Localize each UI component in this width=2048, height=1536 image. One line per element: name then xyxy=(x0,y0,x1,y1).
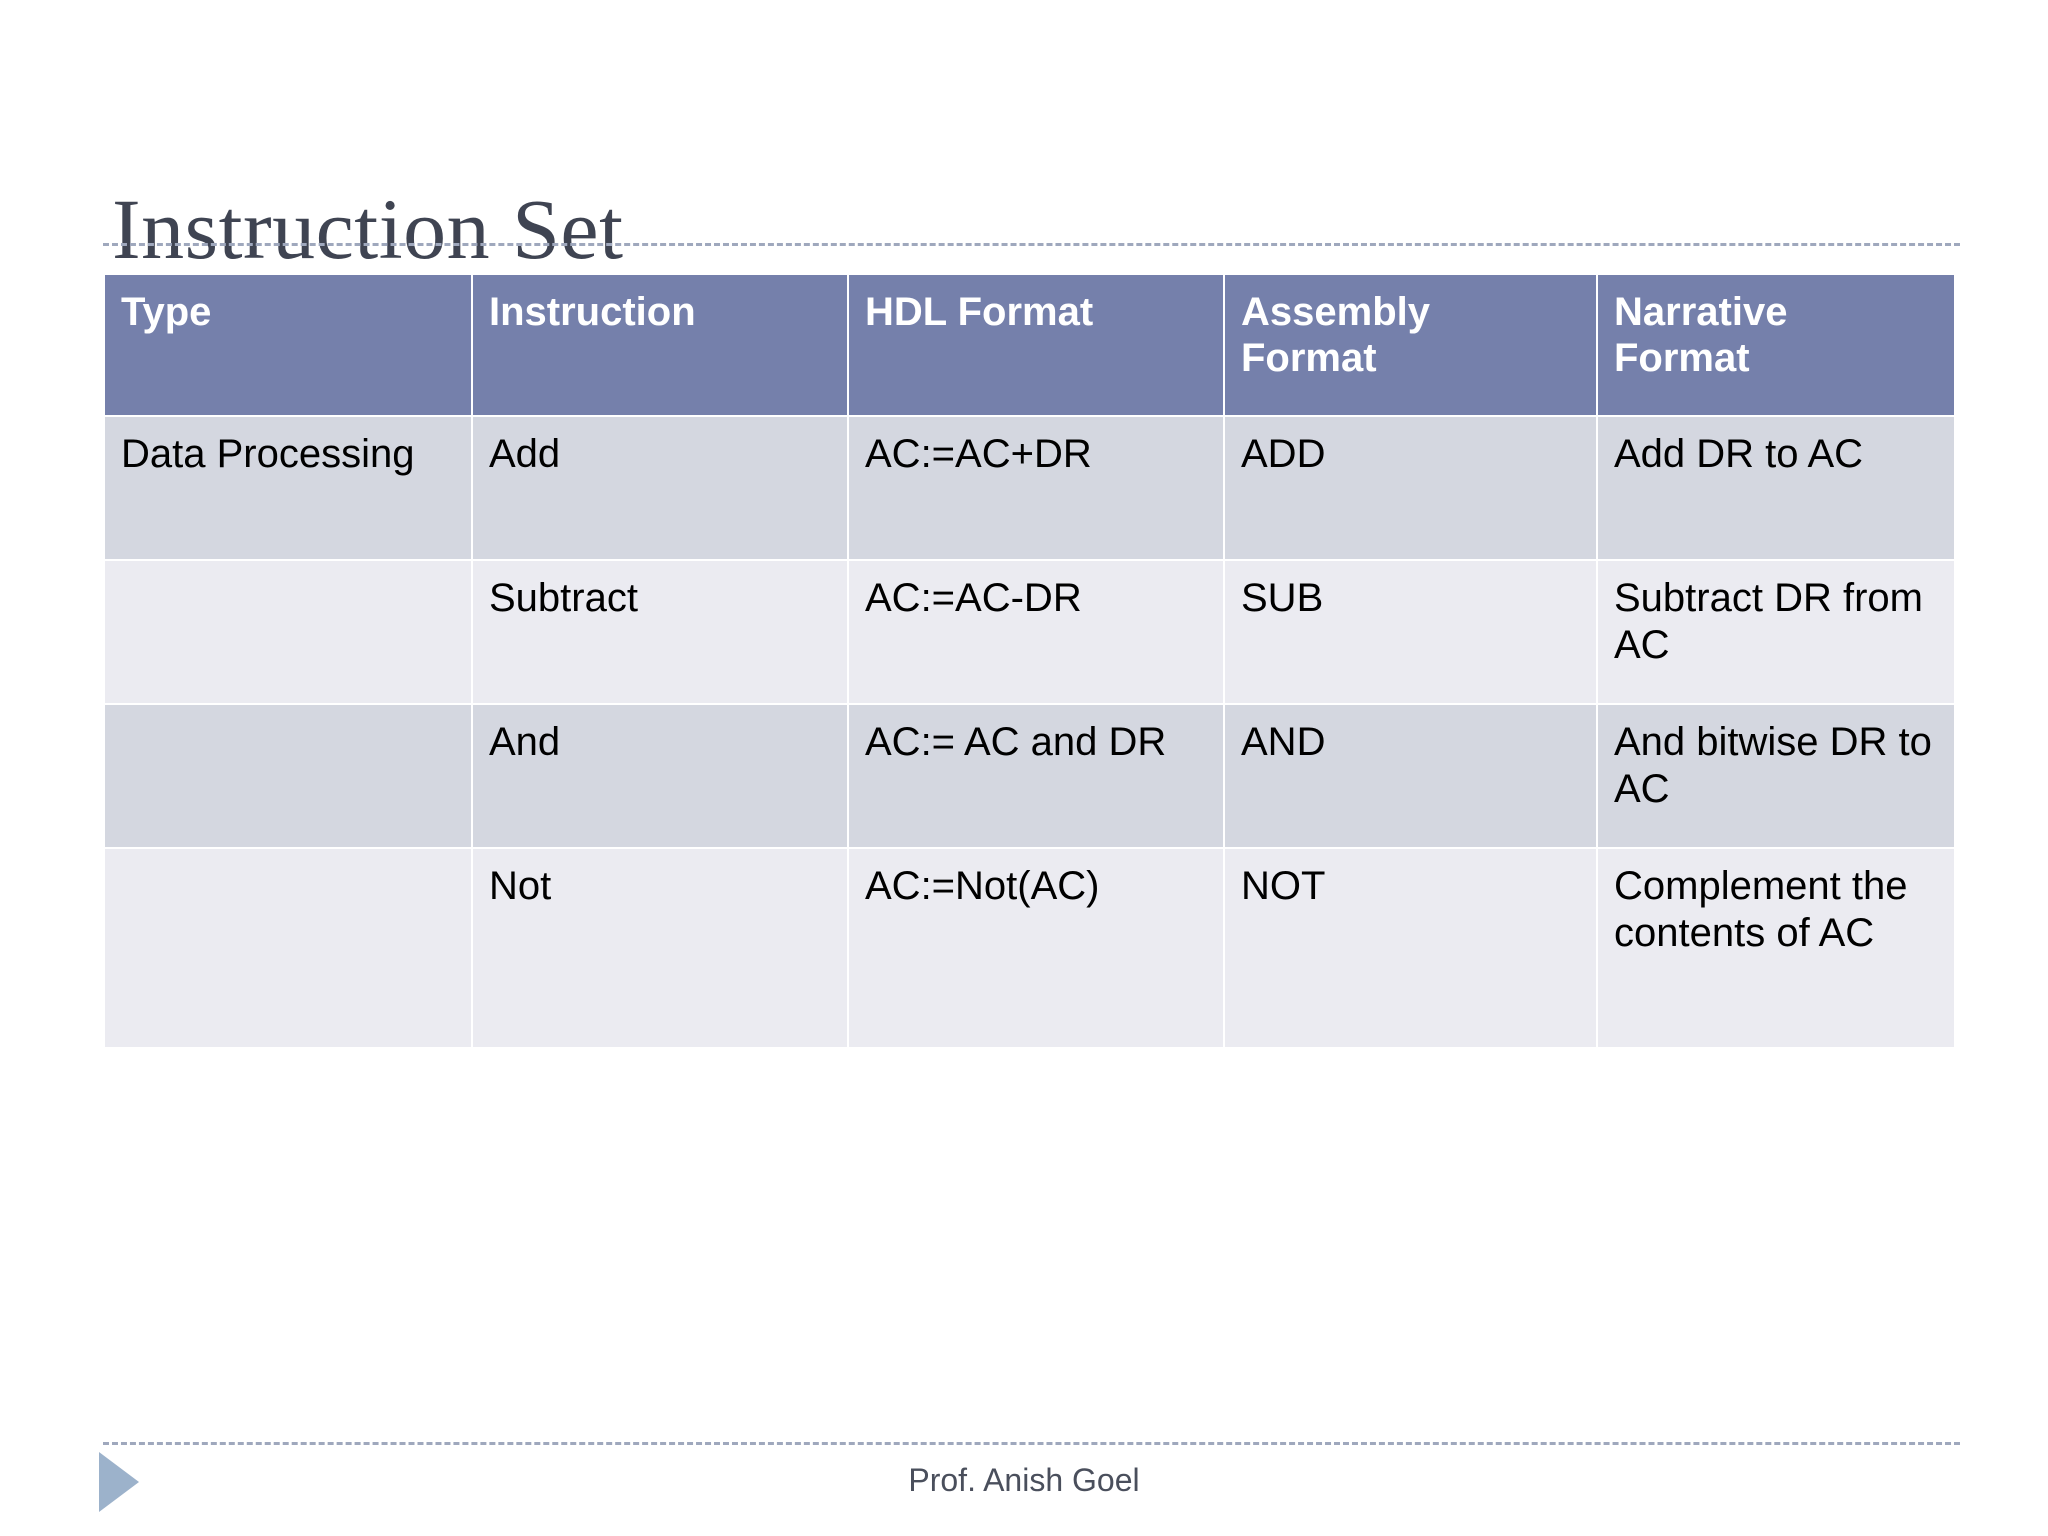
cell-hdl-format: AC:= AC and DR xyxy=(849,705,1223,847)
cell-assembly-format: AND xyxy=(1225,705,1596,847)
cell-type xyxy=(105,561,471,703)
footer-author: Prof. Anish Goel xyxy=(908,1462,1140,1498)
column-header-narrative-format-line1: Narrative xyxy=(1614,290,1788,334)
cell-instruction: Not xyxy=(473,849,847,1047)
column-header-instruction: Instruction xyxy=(473,275,847,415)
cell-assembly-format: ADD xyxy=(1225,417,1596,559)
cell-instruction: Subtract xyxy=(473,561,847,703)
play-triangle-icon xyxy=(99,1452,139,1512)
table-body: Data Processing Add AC:=AC+DR ADD Add DR… xyxy=(105,417,1954,1047)
title-divider xyxy=(103,243,1960,246)
page-title: Instruction Set xyxy=(112,180,624,277)
cell-hdl-format: AC:=AC+DR xyxy=(849,417,1223,559)
column-header-assembly-format-line2: Format xyxy=(1241,336,1377,381)
instruction-set-table: Type Instruction HDL Format Assembly For… xyxy=(103,273,1956,1049)
column-header-assembly-format: Assembly Format xyxy=(1225,275,1596,415)
cell-narrative-format: Add DR to AC xyxy=(1598,417,1954,559)
column-header-assembly-format-line1: Assembly xyxy=(1241,290,1430,334)
cell-hdl-format: AC:=AC-DR xyxy=(849,561,1223,703)
column-header-narrative-format-line2: Format xyxy=(1614,336,1750,381)
cell-narrative-format: Subtract DR from AC xyxy=(1598,561,1954,703)
column-header-type: Type xyxy=(105,275,471,415)
cell-type xyxy=(105,705,471,847)
table-row: And AC:= AC and DR AND And bitwise DR to… xyxy=(105,705,1954,847)
table-header: Type Instruction HDL Format Assembly For… xyxy=(105,275,1954,415)
cell-type: Data Processing xyxy=(105,417,471,559)
column-header-hdl-format: HDL Format xyxy=(849,275,1223,415)
column-header-narrative-format: Narrative Format xyxy=(1598,275,1954,415)
cell-instruction: Add xyxy=(473,417,847,559)
cell-assembly-format: NOT xyxy=(1225,849,1596,1047)
table-row: Data Processing Add AC:=AC+DR ADD Add DR… xyxy=(105,417,1954,559)
cell-narrative-format: And bitwise DR to AC xyxy=(1598,705,1954,847)
cell-narrative-format: Complement the contents of AC xyxy=(1598,849,1954,1047)
cell-hdl-format: AC:=Not(AC) xyxy=(849,849,1223,1047)
footer-divider xyxy=(103,1442,1960,1445)
table-header-row: Type Instruction HDL Format Assembly For… xyxy=(105,275,1954,415)
cell-instruction: And xyxy=(473,705,847,847)
cell-assembly-format: SUB xyxy=(1225,561,1596,703)
table-row: Not AC:=Not(AC) NOT Complement the conte… xyxy=(105,849,1954,1047)
cell-type xyxy=(105,849,471,1047)
table-row: Subtract AC:=AC-DR SUB Subtract DR from … xyxy=(105,561,1954,703)
